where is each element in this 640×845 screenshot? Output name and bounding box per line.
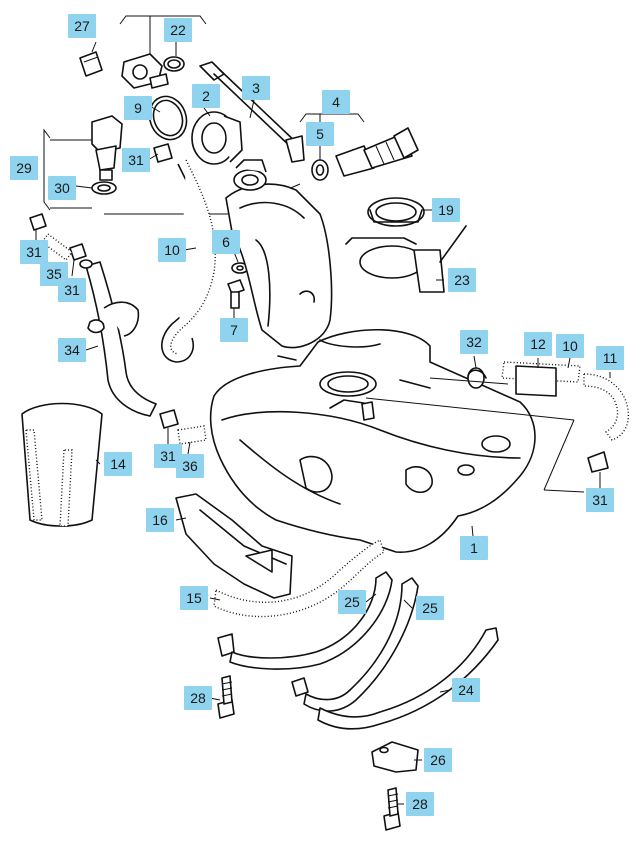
callout-36: 36 xyxy=(176,454,204,478)
callout-31-a: 31 xyxy=(122,148,150,172)
callout-28-a: 28 xyxy=(184,686,212,710)
callout-2: 2 xyxy=(192,84,220,108)
callout-4: 4 xyxy=(322,90,350,114)
callout-14: 14 xyxy=(104,452,132,476)
callout-24: 24 xyxy=(452,678,480,702)
callout-31-c: 31 xyxy=(58,278,86,302)
rod-3 xyxy=(199,61,305,163)
shield-16 xyxy=(175,493,293,599)
callout-16: 16 xyxy=(146,508,174,532)
callout-32: 32 xyxy=(460,330,488,354)
callout-26: 26 xyxy=(424,748,452,772)
callout-6: 6 xyxy=(212,230,240,254)
callout-22: 22 xyxy=(164,18,192,42)
callout-25-b: 25 xyxy=(416,596,444,620)
callout-9: 9 xyxy=(124,96,152,120)
callout-10-a: 10 xyxy=(158,238,186,262)
callout-19: 19 xyxy=(432,198,460,222)
callout-7: 7 xyxy=(220,318,248,342)
callout-31-b: 31 xyxy=(20,240,48,264)
callout-30: 30 xyxy=(48,176,76,200)
callout-12: 12 xyxy=(524,332,552,356)
filter-12 xyxy=(501,361,581,397)
callout-3: 3 xyxy=(242,76,270,100)
callout-11: 11 xyxy=(596,346,624,370)
callout-15: 15 xyxy=(180,586,208,610)
strap-25 xyxy=(217,571,419,712)
flange-2 xyxy=(191,111,243,165)
callout-28-b: 28 xyxy=(406,792,434,816)
heat-shield-14 xyxy=(21,402,103,527)
callout-23: 23 xyxy=(448,268,476,292)
filler-neck-housing xyxy=(225,159,333,349)
callout-10-b: 10 xyxy=(556,334,584,358)
retainer-23 xyxy=(345,225,467,293)
callout-31-e: 31 xyxy=(586,488,614,512)
sender-fitting xyxy=(121,53,169,89)
fuel-tank-1 xyxy=(209,328,536,553)
callout-5: 5 xyxy=(306,122,334,146)
callout-29: 29 xyxy=(10,156,38,180)
filler-tube-34 xyxy=(79,259,157,417)
clip-27 xyxy=(79,51,103,77)
lock-ring-19 xyxy=(367,197,425,227)
valve-4 xyxy=(335,127,419,177)
bolt-28-lower xyxy=(383,787,401,831)
bolt-28-upper xyxy=(217,675,235,719)
callout-27: 27 xyxy=(68,14,96,38)
pump-29 xyxy=(91,115,123,181)
callout-1: 1 xyxy=(460,536,488,560)
callout-34: 34 xyxy=(58,338,86,362)
callout-25-a: 25 xyxy=(338,590,366,614)
